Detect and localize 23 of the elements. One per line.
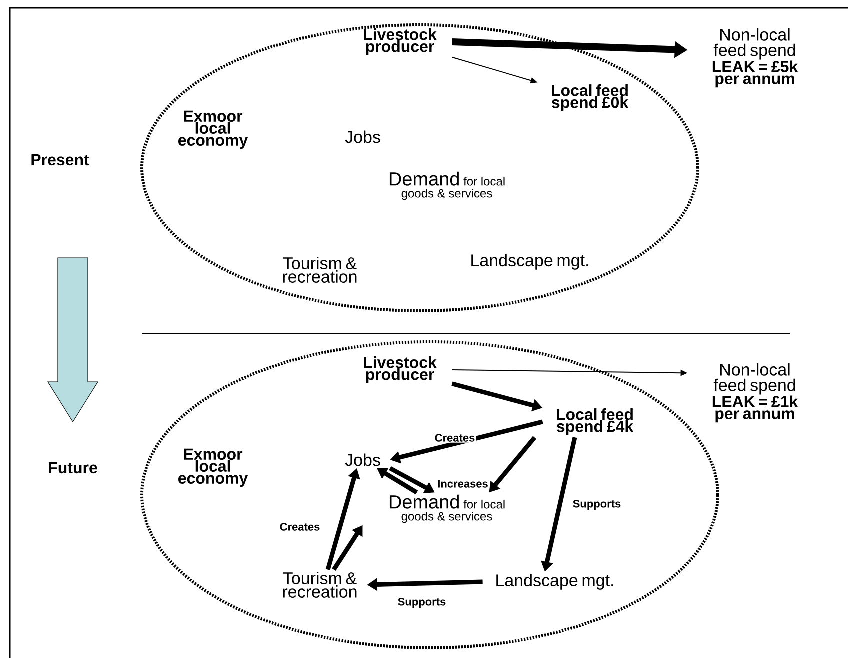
- edge-label: Creates: [434, 433, 476, 443]
- region-label: Exmoor local economy: [178, 448, 248, 488]
- node-label: Non-local feed spend LEAK = £1k per annum: [712, 363, 798, 423]
- edge-label: Supports: [572, 499, 622, 511]
- section-label: Present: [32, 154, 90, 166]
- node-label: Livestock producer: [364, 28, 437, 56]
- node-label: Landscape mgt.: [472, 254, 588, 270]
- section-label: Future: [49, 462, 98, 474]
- node-label: Tourism & recreation: [283, 572, 357, 598]
- edge-label: Increases: [436, 479, 490, 489]
- edge-label: Supports: [396, 597, 448, 609]
- node-label: Local feed spend £0k: [552, 84, 629, 112]
- node-label: Jobs: [345, 130, 380, 144]
- region-label: Exmoor local economy: [178, 110, 248, 150]
- node-label: Jobs: [345, 454, 380, 466]
- node-label: Non-local feed spend LEAK = £5k per annum: [712, 28, 798, 88]
- node-label: Demand for local goods & services: [390, 172, 505, 200]
- node-label: Demand for local goods & services: [390, 494, 505, 524]
- node-label: Tourism & recreation: [283, 257, 357, 283]
- node-label: Livestock producer: [364, 356, 437, 384]
- edge-label: Creates: [278, 522, 322, 532]
- node-label: Landscape mgt.: [496, 574, 614, 590]
- node-label: Local feed spend £4k: [557, 408, 634, 436]
